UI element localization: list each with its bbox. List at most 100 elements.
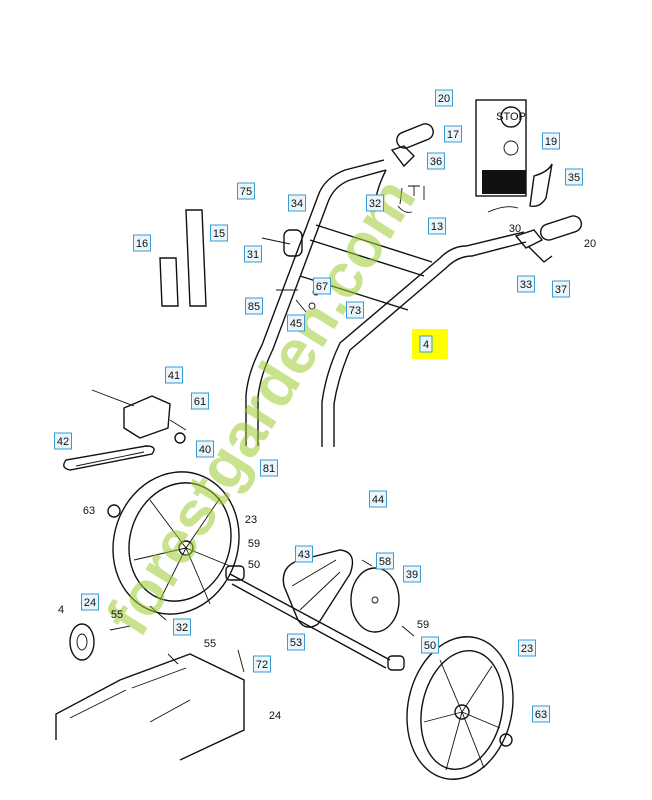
callout-box — [260, 459, 278, 477]
callout-box — [428, 217, 446, 235]
callout-number: 20 — [438, 93, 450, 105]
callout-c61: 61 — [191, 392, 209, 410]
callout-number: 36 — [430, 156, 442, 168]
callout-c35: 35 — [565, 168, 583, 186]
callout-number: 43 — [298, 549, 310, 561]
callout-number: 63 — [535, 709, 547, 721]
callout-c15: 15 — [210, 224, 228, 242]
callout-box — [346, 301, 364, 319]
callout-c23a: 23 — [245, 514, 257, 526]
callout-box — [313, 277, 331, 295]
callout-box — [419, 335, 433, 353]
callout-c63a: 63 — [83, 505, 95, 517]
callout-box — [287, 314, 305, 332]
callout-number: 73 — [349, 305, 361, 317]
callout-number: 72 — [256, 659, 268, 671]
callout-c59a: 59 — [248, 538, 260, 550]
callout-c41: 41 — [165, 366, 183, 384]
callout-number: 50 — [248, 559, 260, 571]
callout-c73: 73 — [346, 301, 364, 319]
callout-c17: 17 — [444, 125, 462, 143]
callout-box — [165, 366, 183, 384]
callout-c67: 67 — [313, 277, 331, 295]
callout-c32: 32 — [366, 194, 384, 212]
callout-box — [133, 234, 151, 252]
callout-number: 37 — [555, 284, 567, 296]
callout-box — [54, 432, 72, 450]
callout-c13: 13 — [428, 217, 446, 235]
callout-number: 24 — [84, 597, 96, 609]
callout-c81: 81 — [260, 459, 278, 477]
callout-number: 13 — [431, 221, 443, 233]
callout-c20b: 20 — [584, 238, 596, 250]
callout-number: 15 — [213, 228, 225, 240]
left-wheel — [107, 471, 240, 615]
callout-number: 63 — [83, 505, 95, 517]
callout-box — [369, 490, 387, 508]
callout-c30: 30 — [509, 223, 521, 235]
callout-number: 19 — [545, 136, 557, 148]
callout-number: 59 — [248, 538, 260, 550]
callout-c37: 37 — [552, 280, 570, 298]
callout-number: 30 — [509, 223, 521, 235]
callout-c19: 19 — [542, 132, 560, 150]
callout-box — [244, 245, 262, 263]
callout-c39: 39 — [403, 565, 421, 583]
callout-box — [427, 152, 445, 170]
callout-number: 85 — [248, 301, 260, 313]
callout-number: 50 — [424, 640, 436, 652]
mower-deck — [55, 605, 245, 761]
callout-box — [532, 705, 550, 723]
callout-box — [565, 168, 583, 186]
callout-number: 53 — [290, 637, 302, 649]
callout-c32b: 32 — [173, 618, 191, 636]
callout-c34: 34 — [288, 194, 306, 212]
callout-number: 75 — [240, 186, 252, 198]
callout-box — [366, 194, 384, 212]
callout-c24a: 24 — [81, 593, 99, 611]
callout-box — [191, 392, 209, 410]
callout-c43: 43 — [295, 545, 313, 563]
callout-box — [288, 194, 306, 212]
callout-c55a: 55 — [111, 609, 123, 621]
callout-number: 23 — [245, 514, 257, 526]
callout-box — [81, 593, 99, 611]
callout-number: 45 — [290, 318, 302, 330]
callout-number: 41 — [168, 370, 180, 382]
callout-c72: 72 — [253, 655, 271, 673]
callout-c75: 75 — [237, 182, 255, 200]
callout-c23b: 23 — [518, 639, 536, 657]
callout-box — [287, 633, 305, 651]
callout-c33: 33 — [517, 275, 535, 293]
callout-c42: 42 — [54, 432, 72, 450]
callout-number: 61 — [194, 396, 206, 408]
callout-number: 55 — [204, 638, 216, 650]
callout-box — [295, 545, 313, 563]
callout-box — [245, 297, 263, 315]
callout-c24b: 24 — [269, 710, 281, 722]
callout-box — [517, 275, 535, 293]
decal-stop-text: STOP — [496, 111, 526, 123]
callout-number: 34 — [291, 198, 303, 210]
callout-number: 24 — [269, 710, 281, 722]
gearbox-assembly — [63, 389, 187, 471]
callout-box — [552, 280, 570, 298]
callout-number: 42 — [57, 436, 69, 448]
callout-number: 23 — [521, 643, 533, 655]
decal-strips — [159, 209, 207, 307]
callout-box — [237, 182, 255, 200]
callout-c55b: 55 — [204, 638, 216, 650]
callout-c44: 44 — [369, 490, 387, 508]
callout-c16: 16 — [133, 234, 151, 252]
callout-c31: 31 — [244, 245, 262, 263]
callout-number: 81 — [263, 463, 275, 475]
callout-c50b: 50 — [421, 636, 439, 654]
callout-number: 4 — [58, 604, 64, 616]
callout-c40: 40 — [196, 440, 214, 458]
callout-c45: 45 — [287, 314, 305, 332]
callout-c50a: 50 — [248, 559, 260, 571]
callout-c63b: 63 — [532, 705, 550, 723]
callout-number: 20 — [584, 238, 596, 250]
callout-box — [403, 565, 421, 583]
